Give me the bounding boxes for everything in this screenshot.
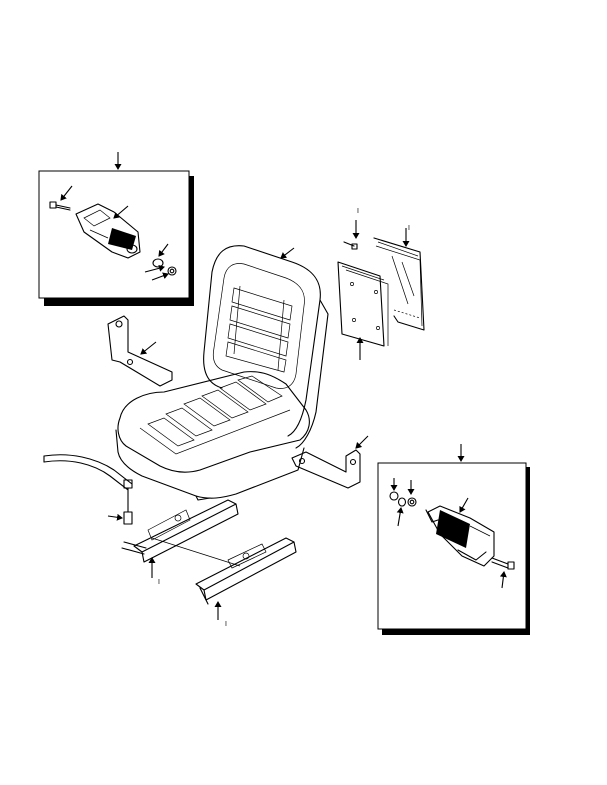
buckle-mount-arrow [459,497,469,513]
pocket-callout-mark: I [408,225,410,232]
seat-arrow [280,247,295,259]
right-washer-parts [389,491,417,507]
belt-buckle-part [75,203,141,259]
right-washer-arrow-3 [396,507,404,527]
backrest-ribs [225,285,293,373]
left-rail-callout-mark: I [158,579,160,586]
nut-arrow-2 [151,272,169,281]
washer-arrow [158,243,169,257]
right-rail-callout-mark: I [225,621,227,628]
cushion-ribs [139,375,291,455]
right-bracket-arrow [355,435,369,449]
buckle-arrow [113,205,129,219]
washer-nut-parts [152,258,177,276]
buckle-mount-part [425,505,495,567]
right-detail-inset [377,444,530,635]
left-seat-bracket [107,315,173,387]
seat-assembly [115,245,329,501]
right-seat-bracket [291,435,369,489]
left-detail-inset [38,152,194,306]
seat-slide-rails: I I [121,499,297,628]
seat-back-pouch: I I [337,208,425,360]
bolt-arrow [60,185,73,201]
bolt-part [49,201,71,211]
left-bracket-arrow [140,341,157,355]
right-bolt-part [491,557,515,570]
seat-belt-strap [43,454,133,525]
screw-callout-mark: I [357,208,359,215]
belt-arrow [107,513,123,521]
right-bolt-arrow [499,571,507,589]
nut-arrow-1 [144,264,165,273]
